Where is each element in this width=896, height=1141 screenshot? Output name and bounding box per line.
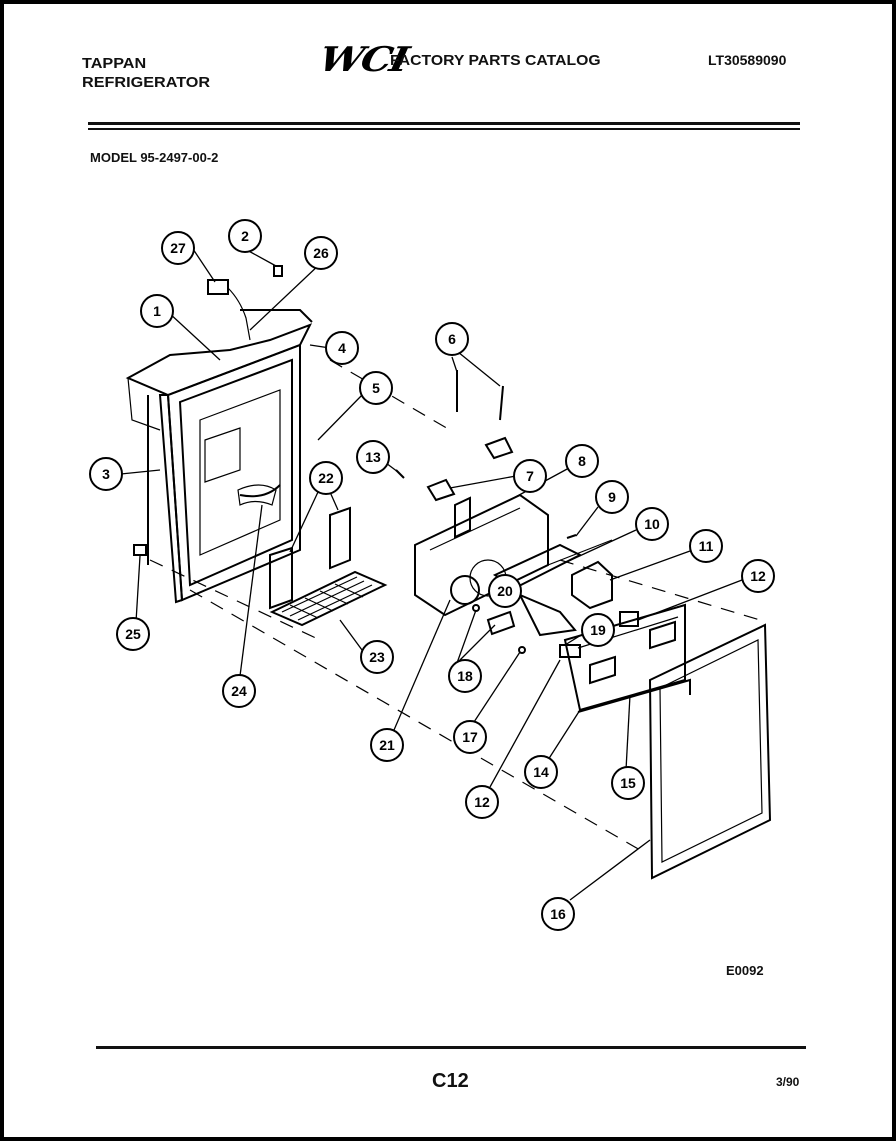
control-panel: [559, 603, 686, 712]
callout-25: 25: [116, 617, 150, 651]
document-number: LT30589090: [708, 52, 787, 68]
callout-17: 17: [453, 720, 487, 754]
trim-strip: [577, 678, 691, 713]
svg-text:27: 27: [170, 240, 186, 256]
strap-part: [239, 484, 281, 498]
svg-text:8: 8: [578, 453, 586, 469]
svg-text:1: 1: [153, 303, 161, 319]
svg-text:15: 15: [620, 775, 636, 791]
bracket-part: [133, 544, 147, 556]
svg-text:11: 11: [699, 538, 714, 554]
model-number: MODEL 95-2497-00-2: [90, 150, 219, 165]
light-lens-pair: [269, 506, 351, 610]
leader-lines: [120, 248, 743, 901]
callout-9: 9: [595, 480, 629, 514]
svg-text:4: 4: [338, 340, 346, 356]
svg-text:16: 16: [550, 906, 566, 922]
dispenser-housing: [125, 309, 313, 604]
svg-text:3: 3: [102, 466, 110, 482]
callout-1: 1: [140, 294, 174, 328]
catalog-title: FACTORY PARTS CATALOG: [390, 52, 601, 69]
drip-tray: [269, 570, 388, 627]
page-number: C12: [432, 1070, 469, 1092]
svg-text:25: 25: [125, 626, 141, 642]
screw-set: [456, 370, 504, 421]
callout-4: 4: [325, 331, 359, 365]
callout-26: 26: [304, 236, 338, 270]
actuator-switches: [426, 436, 514, 502]
svg-text:17: 17: [462, 729, 478, 745]
callout-11: 11: [689, 529, 723, 563]
callout-5: 5: [359, 371, 393, 405]
assembly-line: [149, 559, 321, 641]
front-panel-frame: [648, 623, 772, 880]
solenoid-assembly: [547, 534, 613, 610]
callout-18: 18: [448, 659, 482, 693]
callout-6: 6: [435, 322, 469, 356]
assembly-line: [559, 559, 761, 621]
diagram-code: E0092: [726, 963, 764, 978]
callout-21: 21: [370, 728, 404, 762]
svg-text:22: 22: [318, 470, 334, 486]
header-rule: [88, 122, 800, 125]
svg-text:12: 12: [474, 794, 490, 810]
assembly-line: [189, 589, 641, 851]
callout-20: 20: [488, 574, 522, 608]
svg-text:5: 5: [372, 380, 380, 396]
svg-text:21: 21: [379, 737, 395, 753]
product-type: REFRIGERATOR: [82, 74, 211, 91]
callout-7: 7: [513, 459, 547, 493]
svg-text:9: 9: [608, 489, 616, 505]
callout-3: 3: [89, 457, 123, 491]
svg-text:7: 7: [526, 468, 534, 484]
callout-15: 15: [611, 766, 645, 800]
callout-2: 2: [228, 219, 262, 253]
svg-text:10: 10: [644, 516, 660, 532]
callout-22: 22: [309, 461, 343, 495]
dispenser-mechanism: [414, 493, 583, 637]
svg-text:20: 20: [497, 583, 513, 599]
svg-text:12: 12: [750, 568, 766, 584]
small-hardware: [472, 604, 526, 654]
callout-8: 8: [565, 444, 599, 478]
callout-12: 12: [741, 559, 775, 593]
header-rule-secondary: [88, 128, 800, 130]
callout-13: 13: [356, 440, 390, 474]
svg-text:13: 13: [365, 449, 381, 465]
callout-24: 24: [222, 674, 256, 708]
svg-text:6: 6: [448, 331, 456, 347]
svg-text:26: 26: [313, 245, 329, 261]
callout-14: 14: [524, 755, 558, 789]
callout-12b: 12: [465, 785, 499, 819]
brand-name: TAPPAN: [82, 55, 147, 72]
brand-block: TAPPAN REFRIGERATOR: [82, 54, 210, 92]
svg-text:2: 2: [241, 228, 249, 244]
svg-text:19: 19: [590, 622, 606, 638]
wire-harness: [207, 279, 251, 341]
footer-rule: [96, 1046, 806, 1049]
svg-text:23: 23: [369, 649, 385, 665]
revision-date: 3/90: [776, 1075, 800, 1089]
svg-text:14: 14: [533, 764, 549, 780]
callout-23: 23: [360, 640, 394, 674]
svg-text:18: 18: [457, 668, 473, 684]
fastener-part: [273, 265, 283, 277]
callout-16: 16: [541, 897, 575, 931]
callout-19: 19: [581, 613, 615, 647]
callout-10: 10: [635, 507, 669, 541]
svg-text:24: 24: [231, 683, 247, 699]
callout-27: 27: [161, 231, 195, 265]
